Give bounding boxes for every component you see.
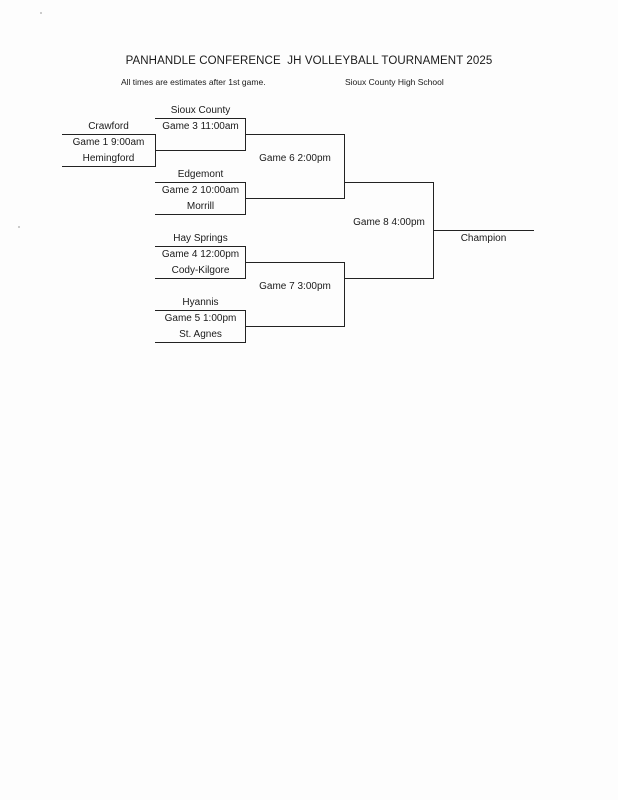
bracket-line: [344, 182, 434, 183]
bracket-line: [245, 262, 345, 263]
team-sioux-county: Sioux County: [170, 105, 231, 116]
game5-label: Game 5 1:00pm: [164, 313, 237, 324]
bracket-line: [155, 342, 246, 343]
bracket-line: [344, 278, 434, 279]
time-note: All times are estimates after 1st game.: [121, 77, 266, 87]
team-st-agnes: St. Agnes: [179, 329, 222, 340]
bracket-line: [344, 262, 345, 327]
team-edgemont: Edgemont: [177, 169, 224, 180]
bracket-line: [155, 150, 246, 151]
bracket-line: [155, 118, 246, 119]
game4-label: Game 4 12:00pm: [161, 249, 240, 260]
team-hemingford: Hemingford: [82, 153, 135, 164]
game8-label: Game 8 4:00pm: [353, 217, 425, 228]
game7-label: Game 7 3:00pm: [259, 281, 331, 292]
game3-label: Game 3 11:00am: [162, 121, 239, 132]
bracket-line: [155, 214, 246, 215]
team-crawford: Crawford: [88, 121, 129, 132]
game6-label: Game 6 2:00pm: [259, 153, 331, 164]
scan-mark: [18, 226, 20, 228]
game2-label: Game 2 10:00am: [161, 185, 240, 196]
bracket-line: [155, 310, 246, 311]
team-hyannis: Hyannis: [182, 297, 219, 308]
bracket-line: [155, 182, 246, 183]
bracket-line: [433, 230, 534, 231]
bracket-line: [245, 198, 345, 199]
scan-mark: [40, 12, 42, 14]
bracket-line: [62, 166, 156, 167]
bracket-line: [245, 326, 345, 327]
champion-label: Champion: [460, 233, 507, 244]
team-cody-kilgore: Cody-Kilgore: [171, 265, 230, 276]
team-morrill: Morrill: [186, 201, 215, 212]
team-hay-springs: Hay Springs: [173, 233, 228, 244]
page-title: PANHANDLE CONFERENCE JH VOLLEYBALL TOURN…: [125, 55, 493, 67]
bracket-line: [155, 278, 246, 279]
venue-name: Sioux County High School: [345, 77, 444, 87]
bracket-line: [344, 134, 345, 199]
bracket-line: [62, 134, 156, 135]
bracket-line: [155, 246, 246, 247]
game1-label: Game 1 9:00am: [72, 137, 145, 148]
bracket-line: [245, 134, 345, 135]
